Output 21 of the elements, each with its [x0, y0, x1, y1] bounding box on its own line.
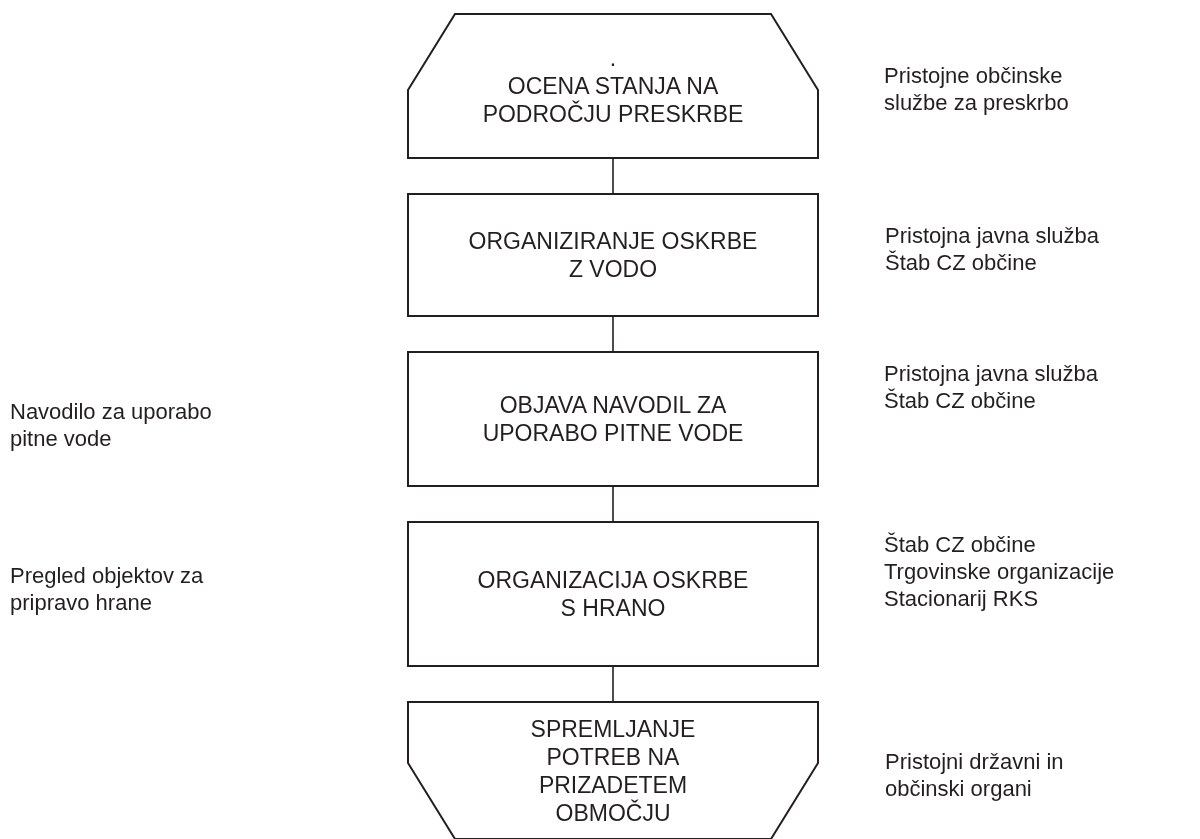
node-text: OBJAVA NAVODIL ZA UPORABO PITNE VODE: [481, 391, 745, 447]
side-note: Stacionarij RKS: [884, 585, 1039, 612]
side-note: Pregled objektov za pripravo hrane: [10, 562, 205, 616]
connector-line: [612, 157, 614, 195]
side-note: Navodilo za uporabo pitne vode: [10, 398, 213, 452]
side-note: Pristojni državni in občinski organi: [885, 748, 1065, 802]
side-note: Štab CZ občine: [885, 249, 1037, 276]
connector-line: [612, 665, 614, 703]
node-text: OCENA STANJA NA PODROČJU PRESKRBE: [481, 72, 745, 128]
connector-line: [612, 315, 614, 353]
side-note: Štab CZ občine: [884, 531, 1036, 558]
side-note: Pristojna javna služba: [884, 360, 1098, 387]
node-text: SPREMLJANJE POTREB NA PRIZADETEM OBMOČJU: [529, 714, 697, 827]
side-note: Štab CZ občine: [884, 387, 1036, 414]
connector-line: [612, 485, 614, 523]
side-note: Pristojne občinske službe za preskrbo: [884, 62, 1070, 116]
node-text: ORGANIZACIJA OSKRBE S HRANO: [476, 566, 750, 622]
node-text: .: [609, 44, 617, 72]
side-note: Trgovinske organizacije: [884, 558, 1115, 585]
node-text: ORGANIZIRANJE OSKRBE Z VODO: [468, 227, 758, 283]
side-note: Pristojna javna služba: [885, 222, 1099, 249]
